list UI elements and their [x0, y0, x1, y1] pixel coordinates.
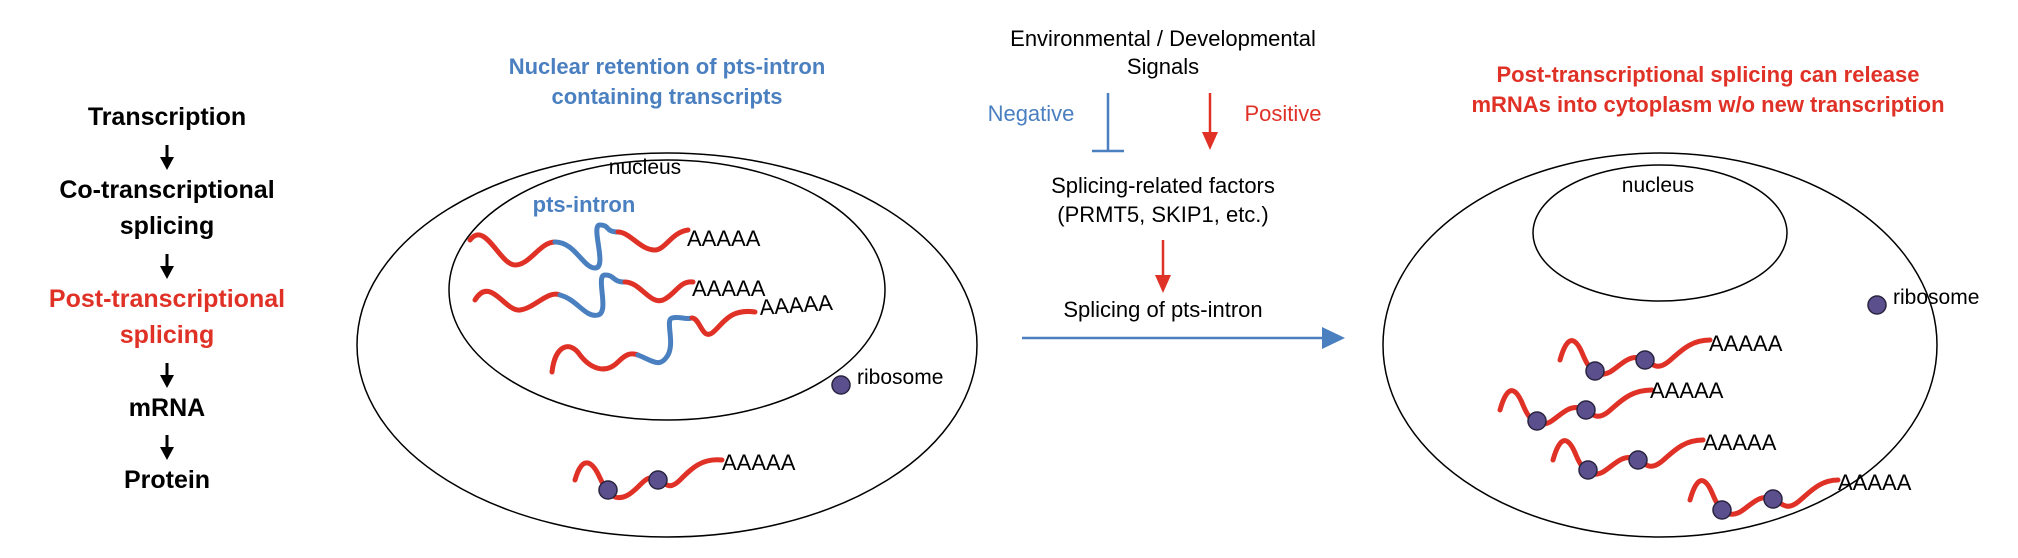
- cytoplasmic-mrna: AAAAA: [1550, 430, 1777, 480]
- cell-membrane: [356, 152, 978, 538]
- right-cell-title-line1: Post-transcriptional splicing can releas…: [1496, 62, 1919, 87]
- pathway-arrow-3: [160, 363, 174, 388]
- poly-a-tail: AAAAA: [759, 290, 834, 320]
- ribosome-label: ribosome: [1893, 286, 1979, 309]
- positive-label: Positive: [1244, 101, 1321, 126]
- pathway: Transcription Co-transcriptional splicin…: [49, 103, 285, 494]
- right-cell-title-line2: mRNAs into cytoplasm w/o new transcripti…: [1471, 92, 1944, 117]
- left-cell-title-line1: Nuclear retention of pts-intron: [509, 54, 826, 79]
- cytoplasmic-mrna: AAAAA: [1687, 470, 1912, 520]
- retained-transcript: AAAAA: [472, 272, 766, 318]
- cytoplasmic-mrna: AAAAA: [1497, 378, 1724, 431]
- ribosome: [1712, 500, 1732, 520]
- nucleus-label: nucleus: [1622, 174, 1694, 197]
- poly-a-tail: AAAAA: [692, 276, 766, 301]
- ribosome: [598, 480, 618, 500]
- retained-transcript: AAAAA: [549, 290, 834, 375]
- ribosome: [831, 375, 851, 395]
- cytoplasmic-mrna: AAAAA: [1557, 331, 1783, 381]
- step-post-transcriptional-line2: splicing: [120, 321, 214, 349]
- step-transcription: Transcription: [88, 103, 246, 131]
- poly-a-tail: AAAAA: [1838, 470, 1912, 495]
- ribosome: [1635, 350, 1655, 370]
- cytoplasmic-mrna: AAAAA: [572, 450, 796, 501]
- activation-arrow: [1202, 93, 1218, 150]
- step-mrna: mRNA: [129, 394, 205, 422]
- nucleus-label: nucleus: [609, 156, 681, 179]
- signaling: Environmental / Developmental Signals Ne…: [988, 26, 1345, 349]
- factors-line2: (PRMT5, SKIP1, etc.): [1057, 202, 1269, 227]
- right-cell: Post-transcriptional splicing can releas…: [1382, 62, 1979, 538]
- ribosome: [1763, 489, 1783, 509]
- poly-a-tail: AAAAA: [1703, 430, 1777, 455]
- ribosome: [1576, 400, 1596, 420]
- ribosome: [1527, 411, 1547, 431]
- nucleus: [448, 159, 886, 421]
- inhibition-arrow: [1092, 93, 1124, 153]
- step-co-transcriptional-line1: Co-transcriptional: [59, 176, 274, 204]
- step-co-transcriptional-line2: splicing: [120, 212, 214, 240]
- left-cell-title-line2: containing transcripts: [551, 84, 782, 109]
- pathway-arrow-2: [160, 254, 174, 279]
- activation-arrow: [1155, 240, 1171, 293]
- poly-a-tail: AAAAA: [1709, 331, 1783, 356]
- cell-membrane: [1382, 152, 1938, 538]
- step-protein: Protein: [124, 466, 210, 494]
- left-cell: Nuclear retention of pts-intron containi…: [356, 54, 978, 538]
- ribosome: [1867, 295, 1887, 315]
- negative-label: Negative: [988, 101, 1075, 126]
- poly-a-tail: AAAAA: [1650, 378, 1724, 403]
- poly-a-tail: AAAAA: [687, 226, 761, 251]
- pathway-arrow-4: [160, 435, 174, 460]
- nucleus: [1532, 164, 1788, 302]
- ribosome: [1585, 361, 1605, 381]
- pts-intron-label: pts-intron: [533, 192, 636, 217]
- ribosome: [1578, 460, 1598, 480]
- poly-a-tail: AAAAA: [722, 450, 796, 475]
- pathway-arrow-1: [160, 145, 174, 170]
- retained-transcript: AAAAA: [467, 222, 761, 271]
- step-post-transcriptional-line1: Post-transcriptional: [49, 285, 285, 313]
- ribosome: [648, 470, 668, 490]
- ribosome-label: ribosome: [857, 366, 943, 389]
- splicing-label: Splicing of pts-intron: [1063, 297, 1262, 322]
- factors-line1: Splicing-related factors: [1051, 173, 1275, 198]
- signals-line2: Signals: [1127, 54, 1199, 79]
- ribosome: [1628, 450, 1648, 470]
- transition-arrow: [1022, 327, 1345, 349]
- signals-line1: Environmental / Developmental: [1010, 26, 1316, 51]
